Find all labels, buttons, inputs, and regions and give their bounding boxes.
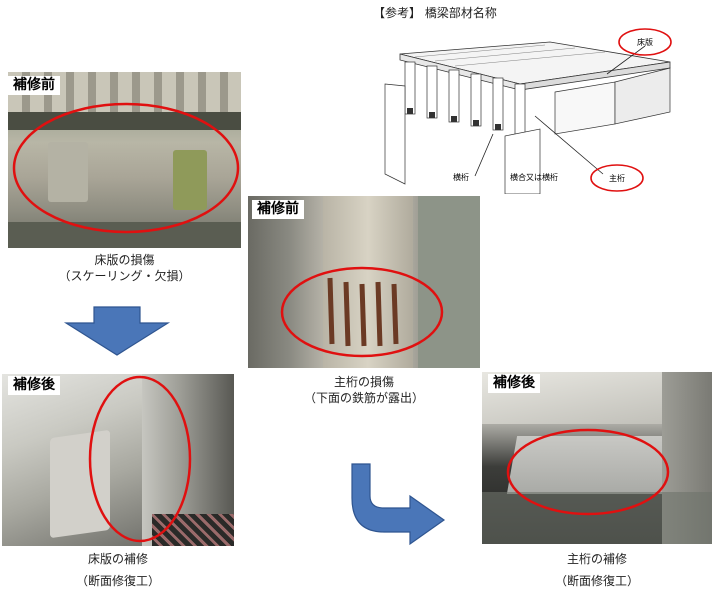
after-tag: 補修後: [8, 376, 60, 395]
bridge-member-diagram: 床版 主桁 横桁 横合又は横桁: [384, 28, 672, 194]
photo-girder-after: 補修後: [482, 372, 712, 544]
photo-deck-after: 補修後: [2, 374, 234, 546]
caption-deck-before: 床版の損傷 （スケーリング・欠損）: [58, 253, 191, 283]
before-girder-tag: 補修前: [252, 200, 304, 219]
after-girder-tag: 補修後: [488, 374, 540, 393]
label-cross-girder: 横桁: [453, 172, 469, 182]
caption-deck-after: 床版の補修 （断面修復工）: [75, 552, 160, 588]
curved-arrow: [351, 463, 446, 546]
down-arrow: [63, 306, 171, 356]
before-tag: 補修前: [8, 76, 60, 95]
reference-title: 【参考】 橋梁部材名称: [373, 6, 497, 20]
label-bracing: 横合又は横桁: [510, 172, 558, 182]
label-deck: 床版: [637, 37, 653, 47]
photo-girder-before: 補修前: [248, 196, 480, 368]
label-main-girder: 主桁: [609, 173, 625, 183]
photo-deck-before: 補修前: [8, 72, 241, 248]
caption-girder-after: 主桁の補修 （断面修復工）: [554, 552, 639, 588]
caption-girder-before: 主桁の損傷 （下面の鉄筋が露出）: [303, 375, 424, 405]
